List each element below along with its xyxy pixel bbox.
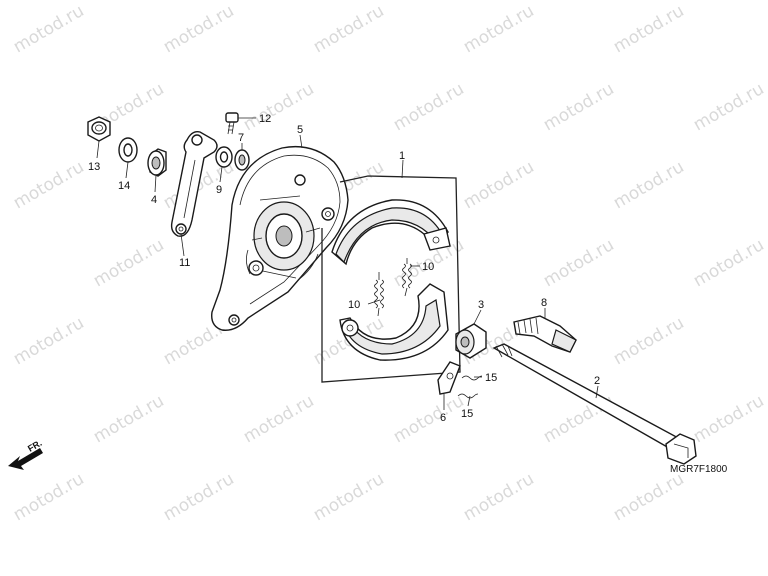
part-8-adjusting-bolt[interactable] — [513, 315, 577, 353]
part-1-lower-shoe[interactable] — [339, 283, 449, 361]
part-10-spring-upper[interactable] — [402, 258, 412, 297]
part-15-pin-upper[interactable] — [461, 375, 483, 381]
callout-6: 6 — [440, 412, 446, 424]
callout-8: 8 — [541, 297, 547, 309]
callout-4: 4 — [151, 194, 157, 206]
callout-9: 9 — [216, 184, 222, 196]
diagram-code: MGR7F1800 — [670, 464, 728, 475]
part-1-brake-shoe-box — [321, 175, 461, 383]
part-12-bolt[interactable] — [225, 112, 239, 135]
part-2-axle[interactable] — [492, 343, 697, 465]
front-arrow-icon: FR. — [8, 438, 44, 470]
callout-11: 11 — [179, 257, 190, 269]
part-7-seal[interactable] — [234, 149, 250, 171]
part-5-brake-panel[interactable] — [211, 145, 349, 331]
callout-2: 2 — [594, 375, 600, 387]
part-9-washer[interactable] — [215, 146, 233, 168]
callout-7: 7 — [238, 132, 244, 144]
part-4-collar[interactable] — [147, 148, 167, 177]
part-14-washer[interactable] — [118, 137, 138, 163]
callout-5: 5 — [297, 124, 303, 136]
callout-3: 3 — [478, 299, 484, 311]
callout-1: 1 — [399, 150, 405, 162]
part-3-collar[interactable] — [455, 323, 487, 359]
part-10-spring-lower[interactable] — [374, 272, 384, 317]
leader-lines — [96, 117, 599, 410]
callout-13: 13 — [88, 161, 100, 173]
callout-15-lower: 15 — [461, 408, 473, 420]
callout-10-upper: 10 — [422, 261, 434, 273]
part-15-pin-lower[interactable] — [457, 393, 479, 399]
callout-12: 12 — [259, 113, 271, 125]
part-11-arm[interactable] — [170, 130, 218, 237]
callout-14: 14 — [118, 180, 130, 192]
part-6-adjuster-plate[interactable] — [437, 361, 461, 395]
callout-10-lower: 10 — [348, 299, 360, 311]
callout-labels: 1 2 3 4 5 6 7 8 9 10 10 11 12 13 14 15 1… — [88, 113, 600, 424]
callout-15-upper: 15 — [485, 372, 497, 384]
part-1-upper-shoe[interactable] — [331, 199, 451, 266]
part-13-nut[interactable] — [87, 116, 111, 142]
